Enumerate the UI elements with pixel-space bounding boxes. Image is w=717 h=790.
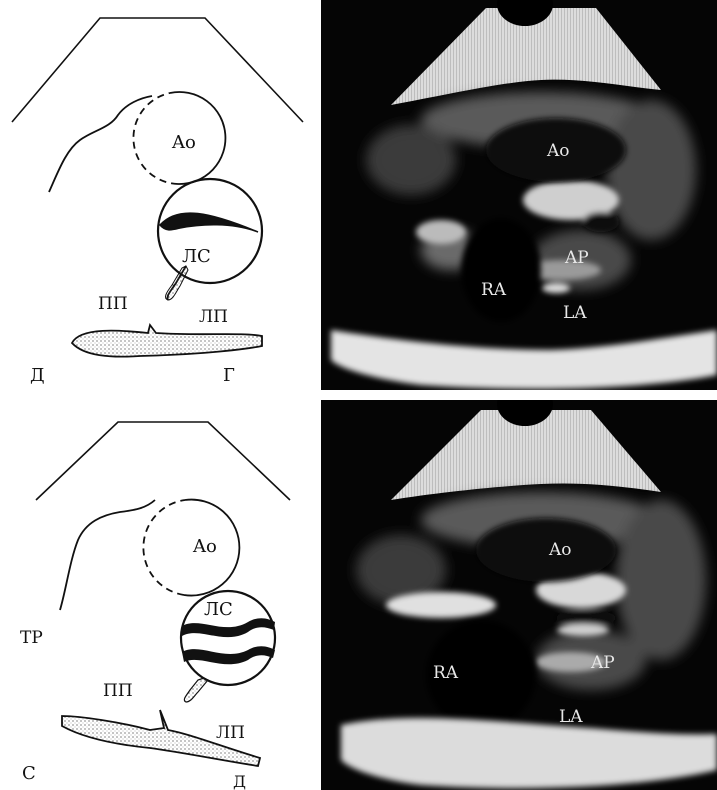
echo-label-ra: RA [481,280,507,300]
echo-image-top: Ao AP RA LA [321,0,717,390]
aorta-dashed-arc [143,500,185,595]
sector-outline [12,18,303,122]
echo-label-ap: AP [564,248,589,268]
label-pp: ПП [98,294,128,314]
label-corner-left: С [22,763,36,784]
sketch-panel-top: Ao ЛС ПП ЛП Д Г [0,0,320,390]
chamber-ra [461,218,541,322]
chamber-ao [476,518,616,582]
label-pp: ПП [103,681,133,701]
echo-label-ap: AP [590,653,615,673]
label-corner-left: Д [30,365,45,386]
valve-circle [158,179,262,283]
label-lp: ЛП [216,723,245,743]
septal-stalk-fill [184,678,208,702]
echo-label-la: LA [563,303,587,323]
valve-leaflet [160,213,258,232]
echo-label-la: LA [559,707,583,727]
label-lp: ЛП [199,307,228,327]
echo-label-ao: Ao [546,141,570,161]
sector-outline [36,422,290,500]
septal-echo [386,592,496,618]
echo-label-ao: Ao [548,540,572,560]
posterior-wall [72,325,262,357]
atrial-wall [60,500,155,610]
echo-image-bottom: Ao AP RA LA [321,400,717,790]
label-corner-right: Г [223,365,235,386]
label-ao: Ao [171,132,196,153]
label-ls: ЛС [204,599,233,620]
label-corner-right: Д [233,772,246,790]
atrial-wall [49,96,152,192]
sketch-panel-bottom: Ao ЛС ТР ПП ЛП С Д [0,400,320,790]
label-side: ТР [20,628,43,648]
sketch-drawing-bottom: Ao ЛС ТР ПП ЛП С Д [0,400,320,790]
label-ls: ЛС [182,246,211,267]
valve-leaflet-upper [182,618,275,637]
echo-label-ra: RA [433,663,459,683]
valve-leaflet-lower [182,646,275,664]
sketch-drawing-top: Ao ЛС ПП ЛП Д Г [0,0,320,390]
label-ao: Ao [192,536,217,557]
